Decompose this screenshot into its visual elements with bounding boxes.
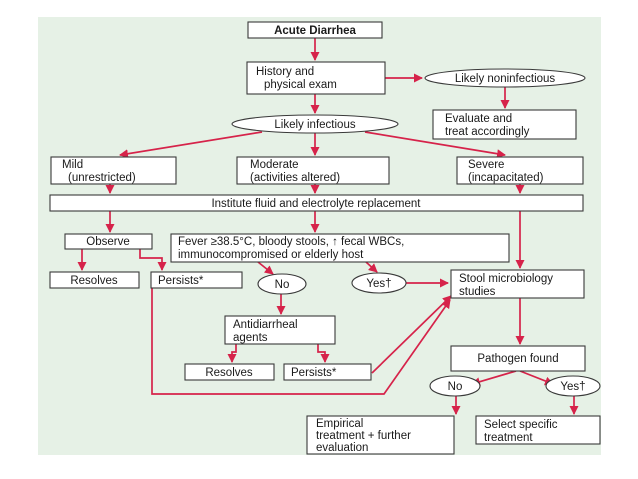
arrow-fever-no	[257, 261, 274, 275]
node-persists-1: Persists*	[150, 271, 243, 289]
label: Pathogen found	[477, 353, 558, 365]
label-line-2: (activities altered)	[250, 172, 340, 184]
arrow-pathogen-yes	[519, 370, 554, 386]
label-line-1: Antidiarrheal	[233, 319, 298, 331]
label: Yes†	[560, 381, 585, 393]
label-line-2: treat accordingly	[445, 126, 530, 138]
label-line-2: (incapacitated)	[468, 172, 544, 184]
node-moderate: Moderate (activities altered)	[236, 156, 390, 185]
node-mild: Mild (unrestricted)	[50, 156, 177, 185]
label: Observe	[86, 236, 129, 248]
arrow-observe-persists	[139, 249, 167, 271]
node-pathogen-found: Pathogen found	[450, 345, 586, 372]
node-select-specific-treatment: Select specific treatment	[475, 415, 601, 445]
label-line-2: treatment	[484, 432, 533, 444]
node-acute-diarrhea: Acute Diarrhea	[247, 21, 383, 39]
label-line-1: History and	[256, 66, 314, 78]
label-line-1: Moderate	[250, 159, 299, 171]
node-severe: Severe (incapacitated)	[456, 156, 584, 185]
label: Persists*	[158, 275, 204, 287]
label: Institute fluid and electrolyte replacem…	[211, 198, 421, 210]
node-resolves-1: Resolves	[49, 271, 140, 289]
node-likely-infectious: Likely infectious	[231, 114, 399, 134]
node-fluid-replacement: Institute fluid and electrolyte replacem…	[49, 194, 584, 212]
node-antidiarrheal-agents: Antidiarrheal agents	[224, 315, 336, 345]
label: Acute Diarrhea	[274, 25, 356, 37]
node-empirical-treatment: Empirical treatment + further evaluation	[306, 415, 455, 455]
arrow-antidiarrheal-resolves	[227, 344, 237, 363]
label: Likely noninfectious	[455, 73, 556, 85]
node-no-2: No	[429, 375, 481, 397]
arrow-persists2-stool	[371, 295, 452, 374]
label: No	[448, 381, 463, 393]
node-resolves-2: Resolves	[184, 363, 275, 381]
label-line-2: physical exam	[264, 79, 337, 91]
label-line-1: Mild	[62, 159, 83, 171]
label: Persists*	[291, 367, 337, 379]
label: Likely infectious	[274, 119, 355, 131]
node-fever-criteria: Fever ≥38.5°C, bloody stools, ↑ fecal WB…	[170, 233, 510, 263]
node-yes-1: Yes†	[351, 272, 407, 294]
label-line-2: studies	[459, 286, 496, 298]
node-evaluate-treat: Evaluate and treat accordingly	[432, 109, 577, 140]
arrow-infectious-mild	[119, 131, 263, 159]
connectors	[77, 38, 579, 415]
node-no-1: No	[257, 273, 307, 295]
label-line-2: immunocompromised or elderly host	[178, 249, 364, 261]
label-line-1: Empirical	[316, 418, 363, 430]
node-yes-2: Yes†	[545, 375, 601, 397]
node-observe: Observe	[64, 233, 153, 250]
label-line-1: Evaluate and	[445, 113, 512, 125]
label: Yes†	[366, 278, 391, 290]
arrow-pathogen-no	[471, 370, 517, 387]
label: No	[275, 279, 290, 291]
label-line-1: Fever ≥38.5°C, bloody stools, ↑ fecal WB…	[178, 236, 404, 248]
label-line-2: (unrestricted)	[68, 172, 136, 184]
label-line-1: Select specific	[484, 419, 558, 431]
arrow-fever-yes	[365, 261, 378, 273]
label: Resolves	[205, 367, 253, 379]
node-history-exam: History and physical exam	[246, 61, 386, 95]
label-line-2: treatment + further	[316, 430, 411, 442]
arrow-infectious-severe	[364, 131, 506, 159]
node-persists-2: Persists*	[283, 363, 372, 381]
node-likely-noninfectious: Likely noninfectious	[424, 68, 586, 88]
arrow-persists1-stool	[151, 288, 451, 395]
label-line-1: Stool microbiology	[459, 273, 553, 285]
arrow-antidiarrheal-persists	[317, 344, 330, 363]
label: Resolves	[70, 275, 118, 287]
node-stool-microbiology: Stool microbiology studies	[450, 269, 585, 299]
label-line-2: agents	[233, 332, 268, 344]
label-line-3: evaluation	[316, 442, 368, 454]
label-line-1: Severe	[468, 159, 504, 171]
